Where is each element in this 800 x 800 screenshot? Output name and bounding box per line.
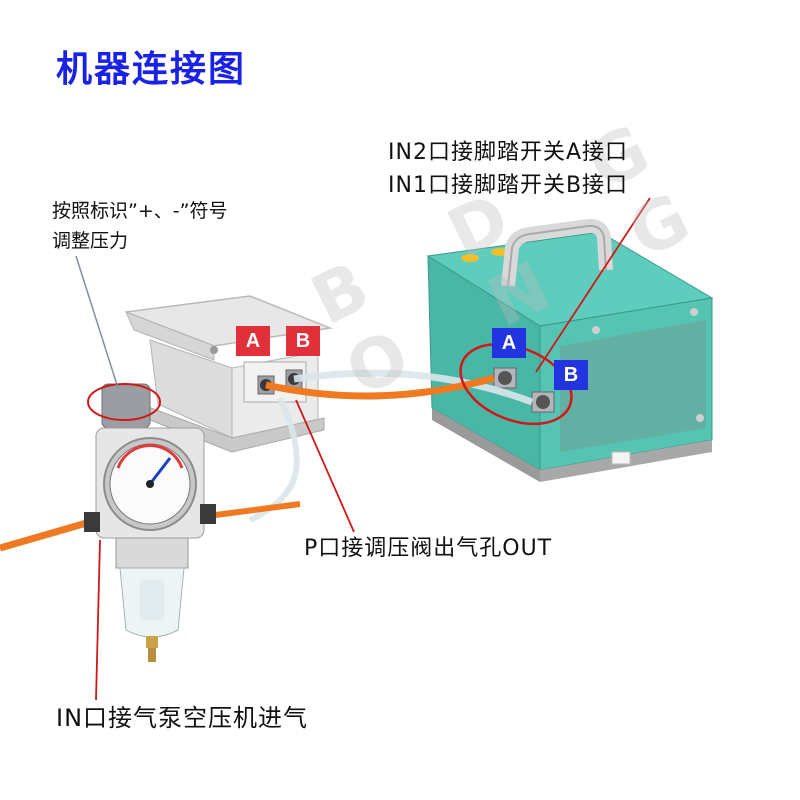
orange-hose-outlet	[207, 501, 301, 519]
pedal-port-b-tag: B	[286, 326, 320, 356]
machine-port-a-tag: A	[492, 328, 526, 358]
pneumatic-machine	[426, 218, 714, 482]
pressure-regulator	[84, 383, 216, 662]
regulator-annotation: 按照标识”+、-”符号 调整压力	[52, 196, 227, 256]
machine-port-annotation: IN2口接脚踏开关A接口 IN1口接脚踏开关B接口	[388, 136, 628, 202]
regulator-annotation-line2: 调整压力	[52, 230, 129, 252]
clear-hose-b	[293, 369, 534, 406]
machine-port-annotation-line2: IN1口接脚踏开关B接口	[388, 173, 629, 198]
orange-hose-a	[265, 374, 495, 400]
machine-port-annotation-line1: IN2口接脚踏开关A接口	[388, 140, 628, 165]
pedal-port-a-tag: A	[236, 326, 270, 356]
pressure-gauge	[103, 437, 197, 531]
machine-port-in2-fitting	[493, 367, 517, 389]
regulator-annotation-line1: 按照标识”+、-”符号	[52, 200, 228, 222]
page-title: 机器连接图	[56, 49, 247, 90]
machine-port-in1-fitting	[531, 391, 555, 413]
callouts	[75, 197, 651, 701]
orange-hose-inlet	[0, 518, 91, 552]
in-port-annotation: IN口接气泵空压机进气	[56, 704, 309, 732]
p-port-annotation: P口接调压阀出气孔OUT	[304, 536, 553, 561]
foot-pedal	[125, 295, 333, 453]
machine-port-b-tag: B	[554, 360, 588, 390]
